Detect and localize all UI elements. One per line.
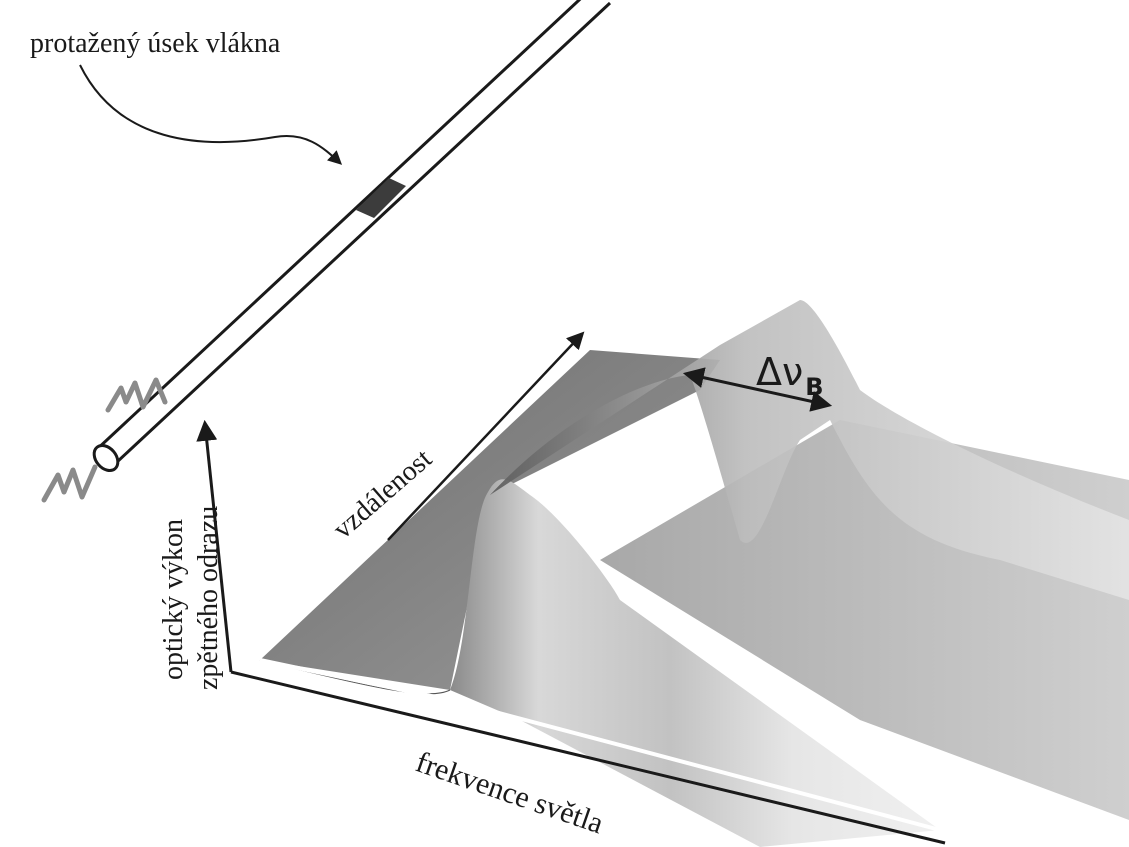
light-wave-icon bbox=[105, 377, 168, 413]
optical-fiber bbox=[92, 0, 612, 473]
power-label-line2: zpětného odrazu bbox=[193, 506, 224, 690]
pointer-arrow bbox=[79, 64, 343, 165]
power-axis bbox=[196, 419, 233, 673]
brillouin-shift-label: ΔνB bbox=[756, 350, 824, 401]
distance-axis bbox=[387, 331, 585, 541]
brillouin-shift-arrow bbox=[682, 367, 833, 412]
power-label-line1: optický výkon bbox=[158, 519, 189, 680]
light-wave-icon bbox=[41, 464, 98, 503]
frequency-label: frekvence světla bbox=[412, 745, 608, 840]
fiber-end bbox=[92, 443, 120, 473]
frequency-axis bbox=[230, 670, 946, 845]
spectrum-surface bbox=[259, 300, 1129, 847]
fiber-section-label: protažený úsek vlákna bbox=[30, 28, 281, 59]
stretched-fiber-segment bbox=[356, 178, 406, 218]
